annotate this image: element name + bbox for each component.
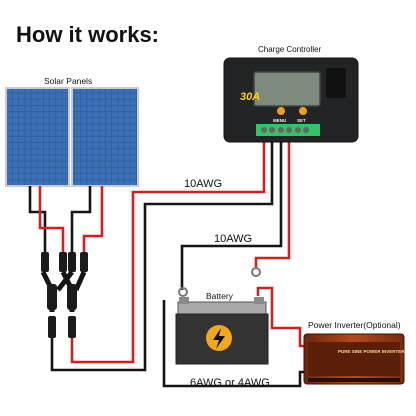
- inverter-fins: [308, 378, 400, 382]
- controller-terminal: [303, 127, 309, 133]
- pv-cable-neg: [50, 140, 274, 372]
- lightning-bolt-icon: [213, 328, 225, 349]
- charge-controller-label: Charge Controller: [258, 45, 322, 54]
- battery-terminal-pos: [254, 297, 264, 304]
- battery-top: [177, 301, 267, 315]
- wire-gauge-label-pv: 10AWG: [184, 178, 223, 190]
- page-title: How it works:: [16, 22, 160, 47]
- mc4-connector-icon: [47, 284, 57, 310]
- panel-lead-neg-2: [70, 186, 92, 256]
- ring-terminal-icon: [178, 287, 188, 297]
- solar-panel-right: [71, 87, 139, 187]
- set-button[interactable]: [299, 107, 307, 115]
- controller-terminal: [269, 127, 275, 133]
- ring-terminal-icon: [251, 267, 261, 277]
- battery-cable: [178, 140, 291, 297]
- solar-panels-label: Solar Panels: [44, 76, 93, 86]
- controller-terminal: [261, 127, 267, 133]
- controller-usb-panel: [326, 68, 346, 98]
- inverter-face: [308, 342, 400, 376]
- battery-label: Battery: [206, 291, 233, 301]
- wire-gauge-label-inverter: 6AWG or 4AWG: [190, 377, 270, 389]
- controller-terminal: [286, 127, 292, 133]
- power-inverter: [303, 333, 405, 385]
- controller-terminal: [295, 127, 301, 133]
- mc4-connector-icon: [80, 252, 88, 272]
- battery-terminal-neg: [179, 297, 189, 304]
- inverter-cable-pos: [256, 286, 310, 348]
- mc4-connector-icon: [68, 316, 76, 338]
- solar-panel-left: [5, 87, 70, 187]
- set-button-label: SET: [297, 118, 306, 123]
- pv-cable-pos: [70, 140, 266, 364]
- panel-lead-pos-1: [38, 186, 65, 256]
- mc4-connector-icon: [68, 252, 76, 272]
- battery: [175, 297, 269, 365]
- wire-gauge-label-battery: 10AWG: [214, 233, 253, 245]
- mc4-connectors: [40, 252, 88, 338]
- inverter-label: Power Inverter(Optional): [308, 320, 401, 330]
- inverter-face-text: PURE SINE POWER INVERTER: [338, 349, 405, 354]
- pv-cable: [50, 140, 274, 372]
- battery-cable-pos: [254, 140, 291, 268]
- mc4-connector-icon: [59, 252, 67, 272]
- panel-leads: [28, 186, 104, 256]
- mc4-connector-icon: [41, 252, 49, 272]
- mc4-connector-icon: [48, 316, 56, 338]
- controller-lcd: [253, 71, 321, 107]
- charge-controller: [223, 57, 359, 143]
- menu-button-label: MENU: [273, 118, 287, 123]
- battery-cable-neg: [180, 140, 283, 290]
- controller-terminal: [278, 127, 284, 133]
- solar-panels: [5, 87, 139, 187]
- menu-button[interactable]: [277, 107, 285, 115]
- mc4-connector-icon: [67, 284, 77, 310]
- panel-lead-neg-1: [28, 186, 47, 256]
- panel-lead-pos-2: [82, 186, 104, 256]
- controller-rating: 30A: [240, 91, 261, 103]
